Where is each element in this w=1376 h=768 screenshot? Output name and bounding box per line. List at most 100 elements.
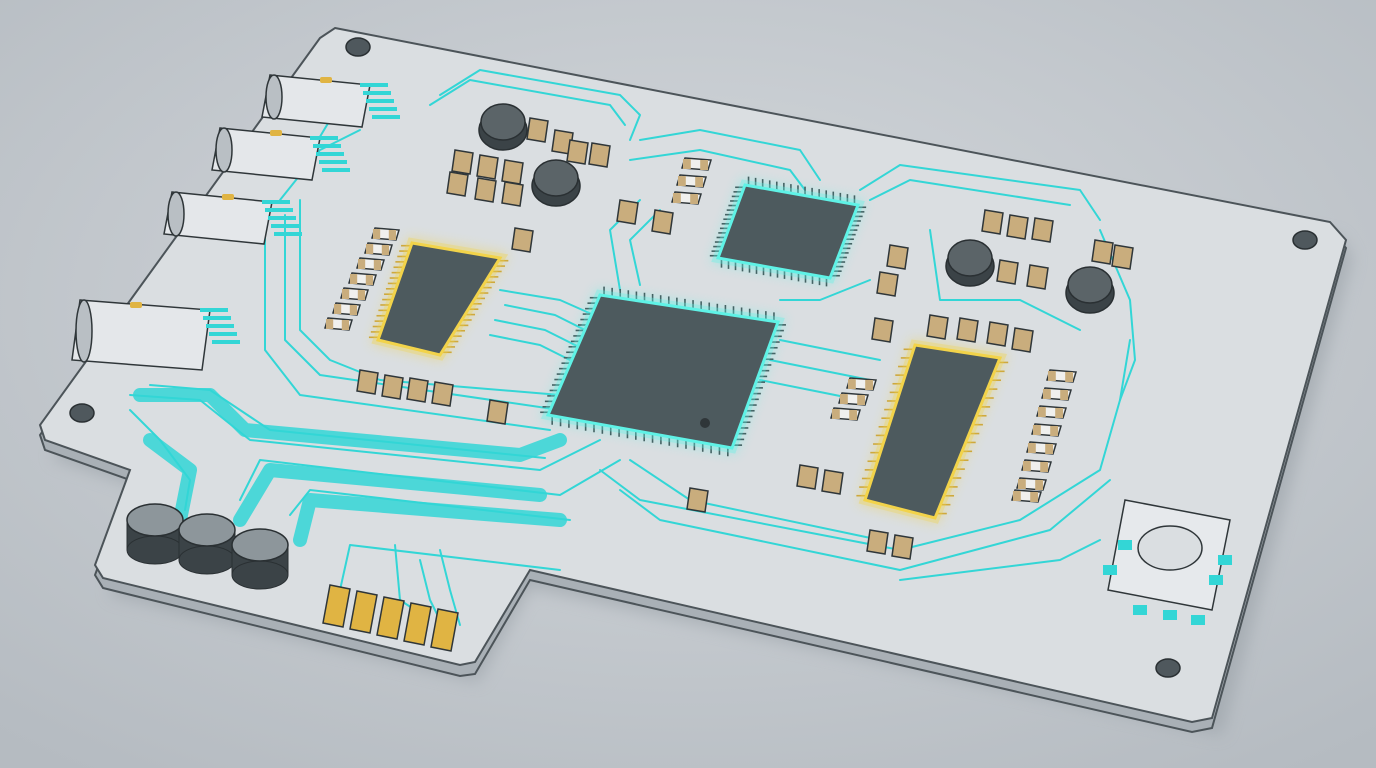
connector-pad <box>130 302 142 308</box>
capacitor <box>871 317 894 343</box>
capacitor <box>1011 327 1034 353</box>
capacitor <box>616 199 639 225</box>
connector-lead <box>262 200 290 204</box>
resistor-cap <box>1035 480 1043 490</box>
copper-trace <box>899 539 1101 581</box>
resistor-cap <box>832 409 840 419</box>
gold-finger <box>430 608 459 652</box>
resistor-cap <box>341 320 349 330</box>
capacitor <box>651 209 674 235</box>
capacitor <box>1091 239 1114 265</box>
resistor-cap <box>690 194 698 204</box>
mounting-hole <box>1292 230 1318 250</box>
power-trace <box>233 463 547 527</box>
copper-trace <box>859 164 1101 221</box>
resistor-cap <box>334 304 342 314</box>
resistor-cap <box>865 380 873 390</box>
copper-trace <box>429 79 626 126</box>
capacitor <box>486 399 509 425</box>
capacitor <box>986 321 1009 347</box>
button-pad <box>1163 610 1177 620</box>
capacitor <box>1006 214 1029 240</box>
power-trace <box>293 493 567 547</box>
capacitor <box>866 529 889 555</box>
electrolytic-capacitor-bottom <box>231 560 289 590</box>
connector-pad <box>222 194 234 200</box>
resistor-cap <box>358 259 366 269</box>
right-ic <box>863 343 1003 520</box>
connector-lead <box>203 316 231 320</box>
connector-lead <box>209 332 237 336</box>
capacitor <box>501 159 524 185</box>
capacitor <box>474 177 497 203</box>
capacitor <box>821 469 844 495</box>
button-pad <box>1191 615 1205 625</box>
copper-trace <box>279 129 361 201</box>
gold-finger <box>349 590 378 634</box>
connector-lead <box>271 224 299 228</box>
resistor-cap <box>1043 389 1051 399</box>
connector-pad <box>270 130 282 136</box>
capacitor <box>876 271 899 297</box>
capacitor <box>446 171 469 197</box>
capacitor <box>886 244 909 270</box>
capacitor <box>451 149 474 175</box>
electrolytic-capacitor-top <box>126 503 184 537</box>
connector-lead <box>206 324 234 328</box>
connector-lead <box>200 308 228 312</box>
resistor-cap <box>1028 443 1036 453</box>
resistor-cap <box>848 379 856 389</box>
connector-lead <box>363 91 391 95</box>
edge-connector <box>211 127 321 181</box>
copper-trace <box>494 319 586 351</box>
button-pad <box>1209 575 1223 585</box>
capacitor <box>996 259 1019 285</box>
resistor-cap <box>1048 371 1056 381</box>
resistor-cap <box>357 290 365 300</box>
copper-trace <box>339 544 561 591</box>
secondary-chip <box>715 183 861 280</box>
capacitor <box>566 139 589 165</box>
copper-trace <box>779 279 871 301</box>
connector-port <box>167 191 185 237</box>
copper-trace <box>439 69 641 141</box>
resistor-cap <box>366 244 374 254</box>
capacitor <box>381 374 404 400</box>
resistor-cap <box>678 176 686 186</box>
capacitor <box>981 209 1004 235</box>
connector-lead <box>274 232 302 236</box>
connector-lead <box>313 144 341 148</box>
capacitor <box>956 317 979 343</box>
connector-port <box>265 74 283 120</box>
connector-lead <box>369 107 397 111</box>
capacitor <box>501 181 524 207</box>
capacitor <box>511 227 534 253</box>
connector-lead <box>310 136 338 140</box>
resistor-cap <box>1050 426 1058 436</box>
button-pad <box>1133 605 1147 615</box>
connector-lead <box>372 115 400 119</box>
gold-finger <box>322 584 351 628</box>
button-pad <box>1218 555 1232 565</box>
resistor-cap <box>857 395 865 405</box>
connector-lead <box>265 208 293 212</box>
connector-port <box>215 127 233 173</box>
mounting-hole <box>69 403 95 423</box>
pin1-marker <box>700 418 710 428</box>
connector-lead <box>212 340 240 344</box>
resistor-cap <box>350 274 358 284</box>
push-button <box>1137 525 1203 571</box>
inductor <box>947 239 993 277</box>
power-trace <box>143 433 197 527</box>
connector-lead <box>366 99 394 103</box>
electrolytic-capacitor-bottom <box>126 535 184 565</box>
capacitor <box>891 534 914 560</box>
copper-trace <box>869 179 1071 206</box>
inductor <box>480 103 526 141</box>
capacitor <box>1111 244 1134 270</box>
copper-trace <box>264 229 551 431</box>
resistor-cap <box>342 289 350 299</box>
copper-trace <box>629 209 661 286</box>
edge-connector <box>261 74 371 128</box>
inductor <box>533 159 579 197</box>
